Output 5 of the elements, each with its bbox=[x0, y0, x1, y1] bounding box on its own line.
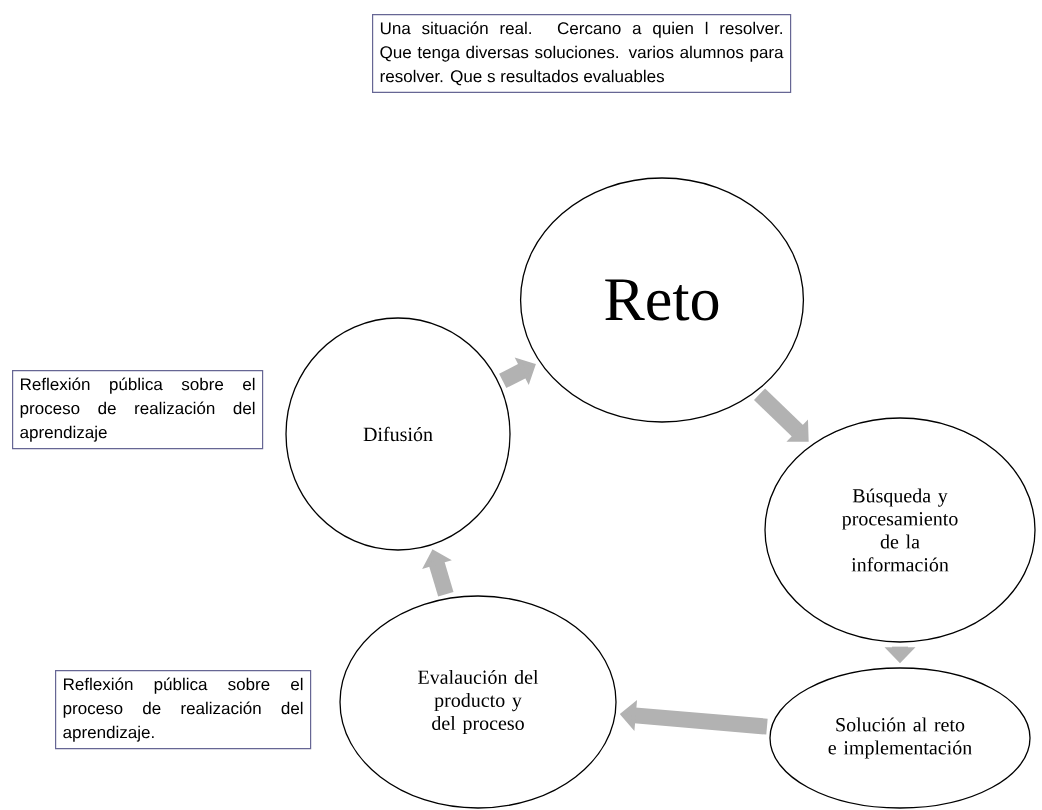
block-arrow bbox=[753, 388, 809, 442]
block-arrow bbox=[499, 357, 536, 388]
text-box: Reflexión pública sobre el proceso de realización del aprendizaje. bbox=[55, 670, 312, 750]
text-box: Reflexión pública sobre el proceso de realización del aprendizaje bbox=[12, 370, 264, 450]
text-box: Una situación real. Cercano a quien l resolver. Que tenga diversas soluciones. varios alumnos para resolver. Que s resultados evaluables bbox=[372, 14, 792, 93]
